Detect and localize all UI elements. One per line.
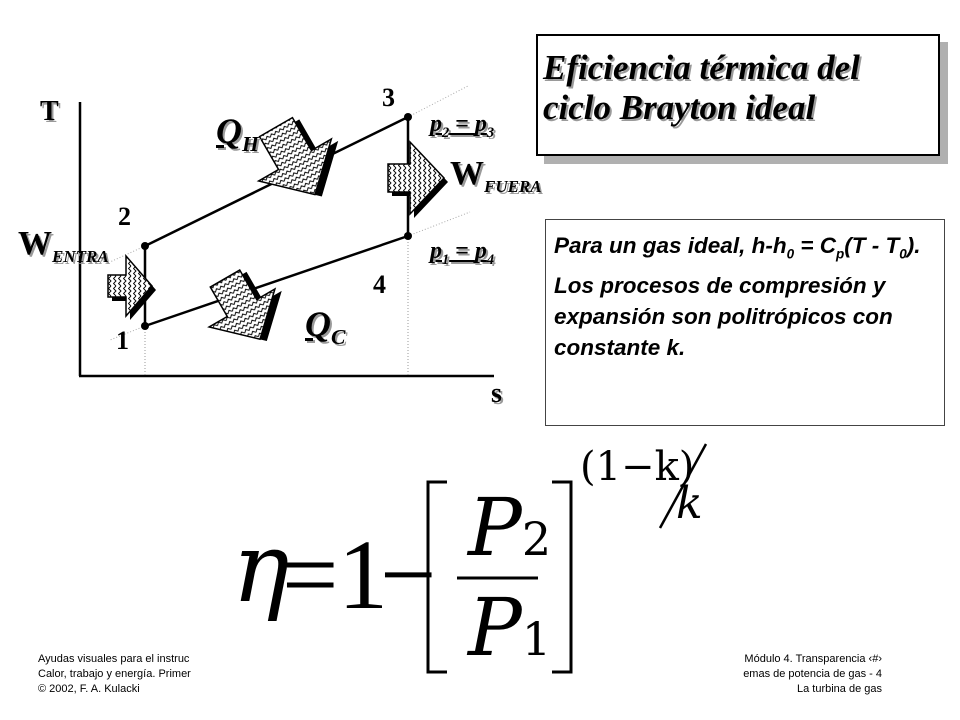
isobar-high-extension [407, 85, 469, 118]
state-point-3 [404, 113, 412, 121]
footer-left-line-1: Ayudas visuales para el instruc [38, 653, 190, 665]
exponent-slash [658, 443, 708, 529]
isobar-high-p-b: p [474, 111, 487, 137]
isobar-low-a-sub: 1 [442, 251, 450, 268]
work-out-subscript: FUERA [484, 176, 542, 196]
process-4-1 [144, 234, 409, 328]
isobar-low-label: p1 = p4 [430, 238, 494, 269]
title-line-2: ciclo Brayton ideal [543, 88, 816, 127]
work-out-symbol: W [450, 155, 484, 192]
note-sub-3: 0 [899, 246, 907, 262]
footer-left: Ayudas visuales para el instruc Calor, t… [38, 652, 228, 697]
slide-title: Eficiencia térmica del ciclo Brayton ide… [538, 36, 938, 128]
heat-in-symbol: Q [216, 111, 242, 151]
isobar-low-extension [407, 211, 471, 237]
isobar-low-p-a: p [430, 238, 442, 264]
work-in-subscript: ENTRA [52, 246, 109, 266]
numerator-sub: 2 [521, 512, 552, 566]
footer-right-line-1: Módulo 4. Transparencia ‹#› [744, 653, 882, 665]
exponent-numerator: (1−k) [580, 444, 695, 490]
isobar-high-a-sub: 2 [442, 124, 450, 141]
heat-out-label: QC [305, 303, 345, 350]
heat-out-subscript: C [331, 325, 346, 350]
note-part-4: ). Los procesos de compresión y expansió… [554, 233, 921, 360]
heat-in-subscript: H [242, 132, 259, 157]
heat-out-symbol: Q [305, 304, 331, 344]
s-axis-label: s [491, 378, 502, 409]
work-out-arrow [387, 140, 448, 218]
eta-symbol: η [232, 512, 290, 624]
note-part-3: (T - T [844, 233, 900, 258]
isobar-high-extension [109, 245, 146, 263]
numerator-var: P [468, 481, 522, 574]
left-bracket [426, 480, 447, 674]
numerator: P2 [468, 488, 551, 568]
note-text: Para un gas ideal, h-h0 = Cp(T - T0). Lo… [546, 220, 944, 363]
isobar-low-b-sub: 4 [486, 251, 495, 268]
isobar-low-extension [109, 325, 146, 341]
footer-right-line-3: La turbina de gas [796, 683, 882, 695]
note-part-1: Para un gas ideal, h-h [554, 233, 787, 258]
isobar-high-label: p2 = p3 [430, 111, 494, 142]
heat-in-label: QH [216, 110, 259, 157]
exponent-denominator: k [676, 478, 703, 529]
denominator: P1 [468, 588, 551, 668]
isobar-low-p-b: p [474, 238, 487, 264]
isobar-high-eq: = [449, 111, 475, 137]
title-box: Eficiencia térmica del ciclo Brayton ide… [536, 34, 940, 156]
equation-one: 1 [338, 519, 388, 630]
equals-sign: = [282, 519, 339, 630]
work-in-arrow [107, 253, 156, 320]
state-label-1: 1 [116, 326, 129, 355]
state-point-2 [141, 242, 149, 250]
isobar-high-b-sub: 3 [486, 124, 495, 141]
note-box: Para un gas ideal, h-h0 = Cp(T - T0). Lo… [545, 219, 945, 426]
state-label-3: 3 [382, 83, 395, 112]
denominator-var: P [468, 581, 522, 674]
denominator-sub: 1 [521, 612, 552, 666]
isobar-low-eq: = [449, 238, 475, 264]
footer-right-line-2: emas de potencia de gas - 4 [743, 668, 882, 680]
right-bracket [552, 480, 573, 674]
note-sub-1: 0 [786, 246, 795, 262]
footer-left-line-2: Calor, trabajo y energía. Primer [38, 668, 191, 680]
t-axis-label: T [40, 96, 59, 127]
state-point-4 [404, 232, 412, 240]
isobar-high-p-a: p [430, 111, 442, 137]
work-out-label: WFUERA [450, 155, 542, 197]
work-in-label: WENTRA [18, 225, 109, 267]
state-point-1 [141, 322, 149, 330]
title-line-1: Eficiencia térmica del [543, 48, 860, 87]
state-label-2: 2 [118, 202, 131, 231]
heat-out-arrow [207, 269, 282, 342]
footer-right: Módulo 4. Transparencia ‹#› emas de pote… [700, 652, 882, 697]
work-in-symbol: W [18, 225, 52, 262]
note-sub-2: p [835, 246, 845, 262]
state-label-4: 4 [373, 270, 386, 299]
heat-in-arrow [256, 116, 339, 197]
note-part-2: = C [794, 233, 836, 258]
footer-left-line-3: © 2002, F. A. Kulacki [38, 683, 140, 695]
